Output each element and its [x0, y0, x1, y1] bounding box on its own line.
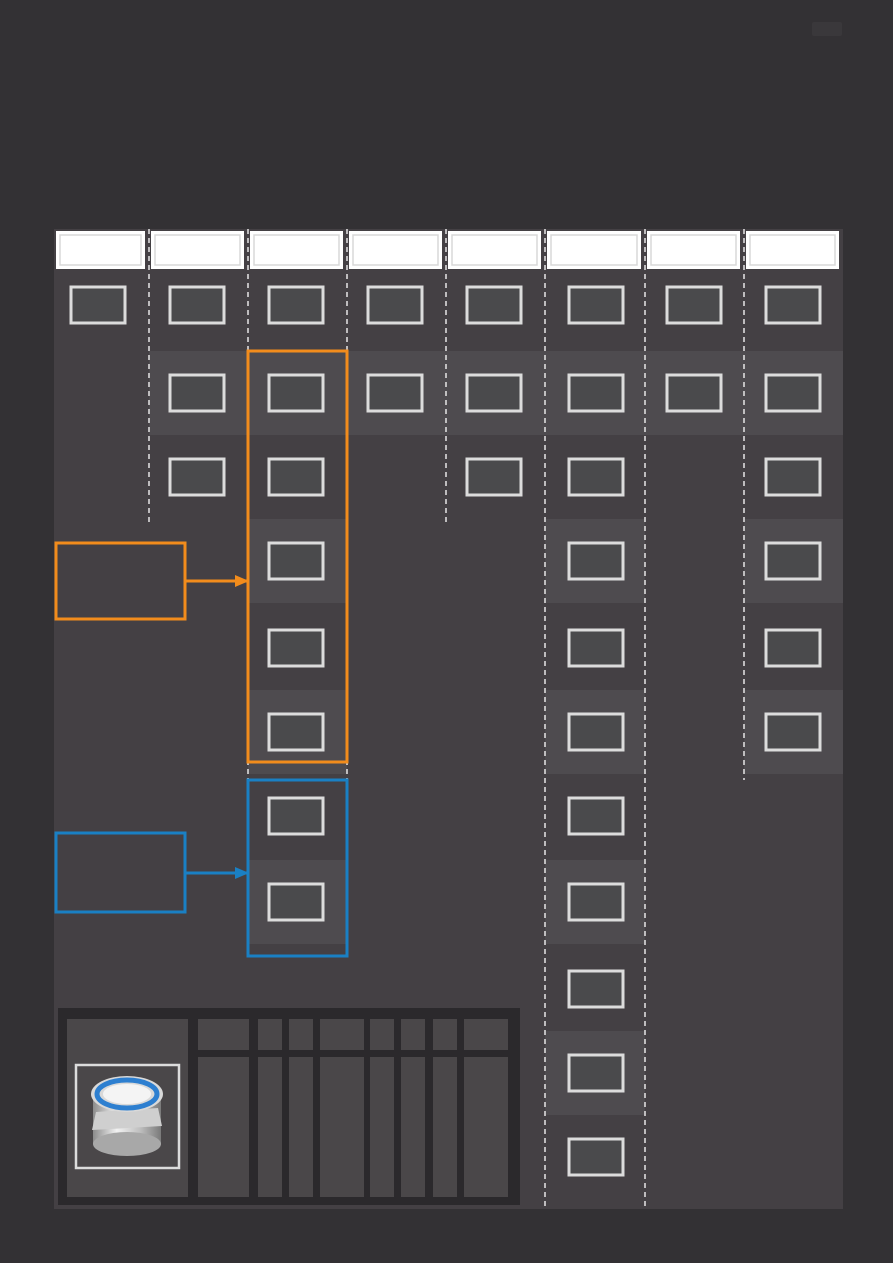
legend-value-8	[464, 1057, 508, 1197]
col-5-cell-2	[465, 373, 523, 413]
legend-value-5	[370, 1057, 394, 1197]
col-3-cell-8	[267, 882, 325, 922]
col-2-cell-2	[168, 373, 226, 413]
col-6-cell-11	[567, 1137, 625, 1177]
col-8-cell-5	[764, 628, 822, 668]
col-6-cell-5	[567, 628, 625, 668]
col-8-cell-4	[764, 541, 822, 581]
legend-value-2	[258, 1057, 282, 1197]
legend-header-3	[289, 1019, 313, 1050]
col-3-cell-2	[267, 373, 325, 413]
col-2-cell-1	[168, 285, 226, 325]
legend-value-7	[433, 1057, 457, 1197]
bottle-cap-icon	[91, 1076, 163, 1156]
legend-header-7	[433, 1019, 457, 1050]
legend-header-2	[258, 1019, 282, 1050]
col-8-header-inner	[749, 234, 836, 266]
col-6-cell-1	[567, 285, 625, 325]
orange-callout-highlight	[246, 349, 349, 764]
legend-header-8	[464, 1019, 508, 1050]
col-8-cell-2	[764, 373, 822, 413]
col-6-cell-10	[567, 1053, 625, 1093]
col-6-cell-7	[567, 796, 625, 836]
col-6-cell-9	[567, 969, 625, 1009]
col-3-cell-4	[267, 541, 325, 581]
legend-value-1	[198, 1057, 249, 1197]
col-5-header-inner	[451, 234, 538, 266]
legend-header-5	[370, 1019, 394, 1050]
col-6-cell-4	[567, 541, 625, 581]
legend-image-frame	[74, 1063, 181, 1170]
col-1-cell-1	[69, 285, 127, 325]
legend-panel	[58, 1008, 520, 1205]
col-2-cell-3	[168, 457, 226, 497]
legend-value-6	[401, 1057, 425, 1197]
corner-mark	[812, 22, 842, 36]
col-6-cell-8	[567, 882, 625, 922]
col-5-cell-3	[465, 457, 523, 497]
col-3-cell-7	[267, 796, 325, 836]
col-6-cell-6	[567, 712, 625, 752]
col-7-cell-1	[665, 285, 723, 325]
legend-value-3	[289, 1057, 313, 1197]
col-3-cell-1	[267, 285, 325, 325]
col-3-cell-5	[267, 628, 325, 668]
col-4-header-inner	[352, 234, 439, 266]
legend-header-6	[401, 1019, 425, 1050]
legend-value-4	[320, 1057, 364, 1197]
col-6-cell-3	[567, 457, 625, 497]
col-8-cell-3	[764, 457, 822, 497]
col-8-cell-6	[764, 712, 822, 752]
legend-header-1	[198, 1019, 249, 1050]
col-3-cell-6	[267, 712, 325, 752]
col-6-header-inner	[550, 234, 638, 266]
col-6-cell-2	[567, 373, 625, 413]
col-8-cell-1	[764, 285, 822, 325]
col-3-header-inner	[253, 234, 340, 266]
col-4-cell-2	[366, 373, 424, 413]
col-7-header-inner	[650, 234, 737, 266]
col-7-cell-2	[665, 373, 723, 413]
col-2-header-inner	[154, 234, 241, 266]
legend-header-4	[320, 1019, 364, 1050]
col-5-cell-1	[465, 285, 523, 325]
col-3-cell-3	[267, 457, 325, 497]
col-1-header-inner	[59, 234, 142, 266]
col-4-cell-1	[366, 285, 424, 325]
